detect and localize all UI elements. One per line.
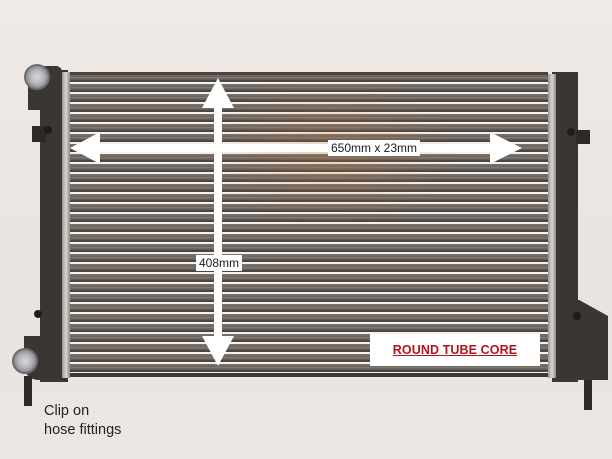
- bolt-icon: [567, 128, 575, 136]
- radiator-core: [70, 72, 548, 377]
- width-arrow: [96, 144, 494, 152]
- mounting-peg: [32, 126, 46, 142]
- bolt-icon: [44, 126, 52, 134]
- mounting-peg: [576, 130, 590, 144]
- caption-line-2: hose fittings: [44, 422, 122, 438]
- core-type-badge: ROUND TUBE CORE: [370, 334, 540, 366]
- width-dimension-label: 650mm x 23mm: [328, 140, 421, 156]
- bolt-icon: [34, 310, 42, 318]
- right-plastic-tank: [552, 72, 578, 382]
- hose-fitting-bottom: [12, 348, 38, 374]
- left-side-plate: [62, 72, 70, 378]
- hose-fitting-top: [24, 64, 50, 90]
- caption-line-1: Clip on: [44, 403, 90, 419]
- arrow-right-head-icon: [490, 132, 522, 164]
- arrow-left-head-icon: [70, 132, 100, 164]
- fittings-caption: Clip on hose fittings: [44, 402, 121, 440]
- bolt-icon: [573, 312, 581, 320]
- core-type-text: ROUND TUBE CORE: [392, 343, 518, 357]
- height-dimension-label: 408mm: [196, 255, 243, 271]
- arrow-down-head-icon: [202, 336, 234, 366]
- height-arrow: [214, 100, 222, 340]
- arrow-up-head-icon: [202, 78, 234, 108]
- mounting-peg: [24, 376, 32, 406]
- right-side-plate: [548, 74, 556, 378]
- mounting-peg: [584, 380, 592, 410]
